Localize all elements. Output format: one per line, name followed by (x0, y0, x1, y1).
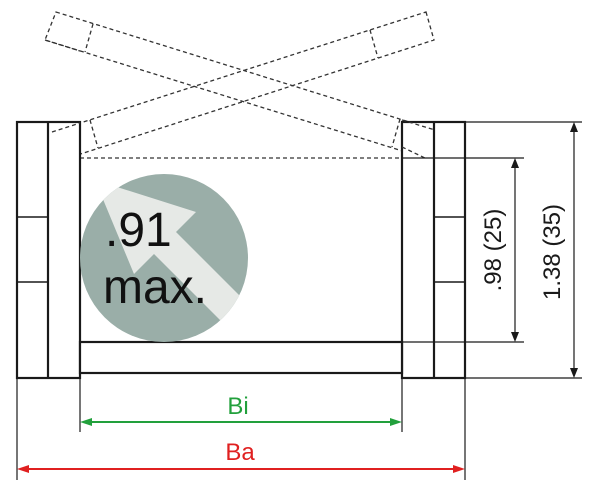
right-side-plate (400, 120, 467, 380)
inner-width-dimension (79, 378, 403, 432)
opened-crossbar-left-to-right (44, 11, 436, 159)
badge-suffix: max. (103, 261, 207, 314)
opened-crossbar-right-to-left (51, 11, 435, 161)
inner-height-label: .98 (25) (480, 209, 507, 292)
diagonal-arrow-icon (95, 180, 248, 340)
outer-height-dimension (465, 121, 582, 379)
outer-height-label: 1.38 (35) (539, 204, 566, 300)
inner-width-label: Bi (227, 393, 248, 420)
crossbar-overlap-right (401, 119, 436, 159)
max-size-badge: .91 max. (80, 174, 248, 342)
left-side-plate (15, 120, 82, 380)
bottom-crossbar (78, 340, 404, 375)
outer-width-label: Ba (225, 439, 255, 466)
outer-width-dimension (16, 378, 466, 480)
crossbar-overlap-left (44, 39, 81, 133)
inner-height-dimension (402, 157, 524, 343)
badge-value: .91 (105, 204, 172, 257)
